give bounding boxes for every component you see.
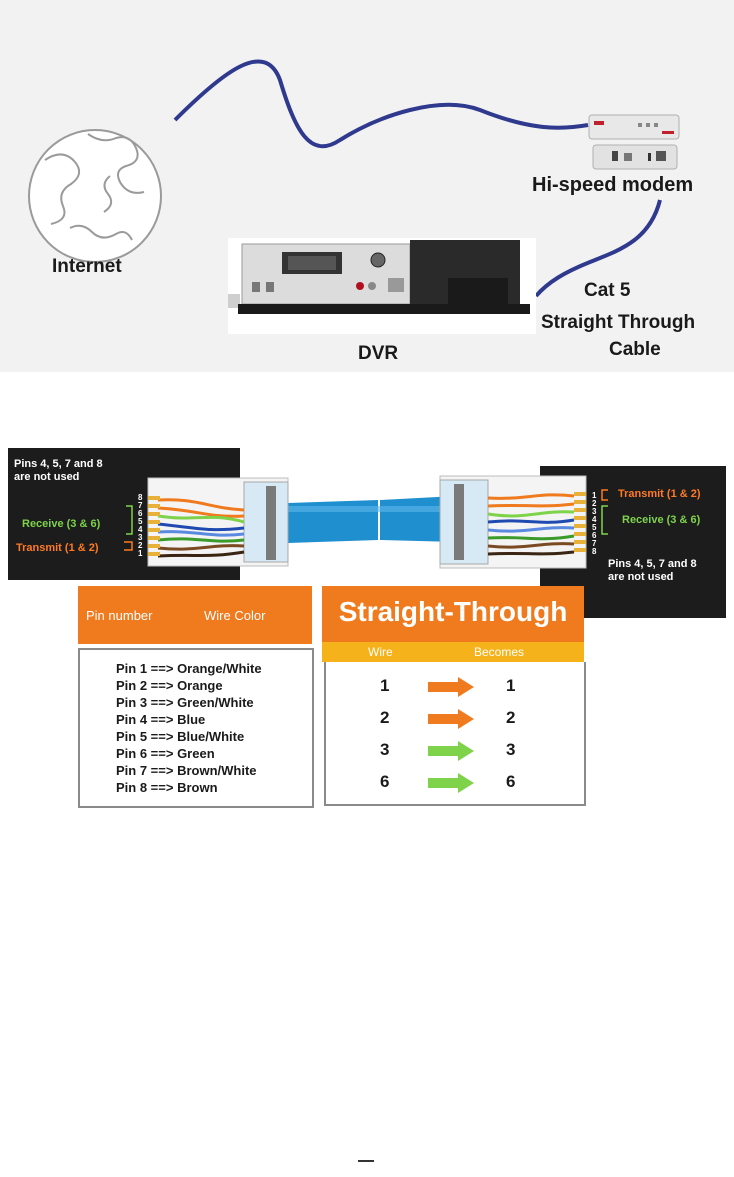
dvr-icon bbox=[228, 238, 536, 334]
becomes-number: 1 bbox=[506, 676, 516, 695]
right-transmit-label: Transmit (1 & 2) bbox=[618, 488, 701, 500]
modem-icon bbox=[588, 114, 680, 170]
green-arrow-icon bbox=[428, 773, 474, 793]
pin-row: Pin 7 ==> Brown/White bbox=[116, 763, 257, 778]
left-receive-label: Receive (3 & 6) bbox=[22, 518, 101, 530]
becomes-number: 2 bbox=[506, 708, 516, 727]
pin-row: Pin 6 ==> Green bbox=[116, 746, 215, 761]
becomes-number: 3 bbox=[506, 740, 516, 759]
wire-number: 6 bbox=[380, 772, 390, 791]
left-transmit-label: Transmit (1 & 2) bbox=[16, 542, 99, 554]
right-unused-pins-note-2: are not used bbox=[608, 571, 674, 583]
left-unused-pins-note-1: Pins 4, 5, 7 and 8 bbox=[14, 458, 103, 470]
cable-label-line1: Cat 5 bbox=[584, 280, 631, 301]
internet-label: Internet bbox=[52, 256, 122, 277]
cable-label-line2: Straight Through bbox=[541, 312, 696, 333]
right-pin-numbers: 12345678 bbox=[592, 491, 597, 556]
wire-number: 1 bbox=[380, 676, 390, 695]
straight-through-table: 1 1 2 2 3 3 6 6 bbox=[324, 662, 586, 806]
wire-number: 2 bbox=[380, 708, 390, 727]
pin-row: Pin 5 ==> Blue/White bbox=[116, 729, 245, 744]
pin-row: Pin 8 ==> Brown bbox=[116, 780, 218, 795]
pin-table: Pin 1 ==> Orange/White Pin 2 ==> Orange … bbox=[78, 648, 314, 808]
wire-column-header: Wire bbox=[368, 645, 393, 659]
orange-arrow-icon bbox=[428, 709, 474, 729]
straight-through-subheader: Wire Becomes bbox=[322, 642, 584, 662]
straight-through-title: Straight-Through bbox=[338, 596, 568, 627]
cat5-cable bbox=[534, 199, 662, 298]
wiring-diagram: Pins 4, 5, 7 and 8 are not used Receive … bbox=[8, 448, 726, 813]
right-unused-pins-note-1: Pins 4, 5, 7 and 8 bbox=[608, 558, 697, 570]
left-pin-numbers: 87654321 bbox=[138, 493, 143, 558]
modem-label: Hi-speed modem bbox=[532, 174, 694, 196]
straight-through-header: Straight-Through bbox=[322, 586, 584, 642]
network-diagram: Hi-speed modem Internet Cat 5 Straight T… bbox=[0, 0, 734, 372]
pin-row: Pin 4 ==> Blue bbox=[116, 712, 206, 727]
network-cables bbox=[28, 59, 662, 298]
pin-table-header: Pin number Wire Color bbox=[78, 586, 312, 644]
orange-arrow-icon bbox=[428, 677, 474, 697]
right-receive-label: Receive (3 & 6) bbox=[622, 514, 701, 526]
green-arrow-icon bbox=[428, 741, 474, 761]
rj45-cable-illustration bbox=[124, 475, 608, 569]
pin-row: Pin 1 ==> Orange/White bbox=[116, 661, 262, 676]
globe-icon bbox=[28, 129, 162, 263]
dvr-label: DVR bbox=[358, 343, 399, 364]
cable-label-line3: Cable bbox=[609, 339, 661, 360]
page-mark bbox=[358, 1160, 374, 1162]
pin-row: Pin 3 ==> Green/White bbox=[116, 695, 254, 710]
pin-number-header: Pin number bbox=[86, 608, 153, 623]
becomes-column-header: Becomes bbox=[474, 645, 525, 659]
wire-number: 3 bbox=[380, 740, 390, 759]
left-unused-pins-note-2: are not used bbox=[14, 471, 80, 483]
pin-row: Pin 2 ==> Orange bbox=[116, 678, 223, 693]
wire-color-header: Wire Color bbox=[204, 608, 266, 623]
becomes-number: 6 bbox=[506, 772, 516, 791]
internet-cable bbox=[173, 59, 589, 149]
